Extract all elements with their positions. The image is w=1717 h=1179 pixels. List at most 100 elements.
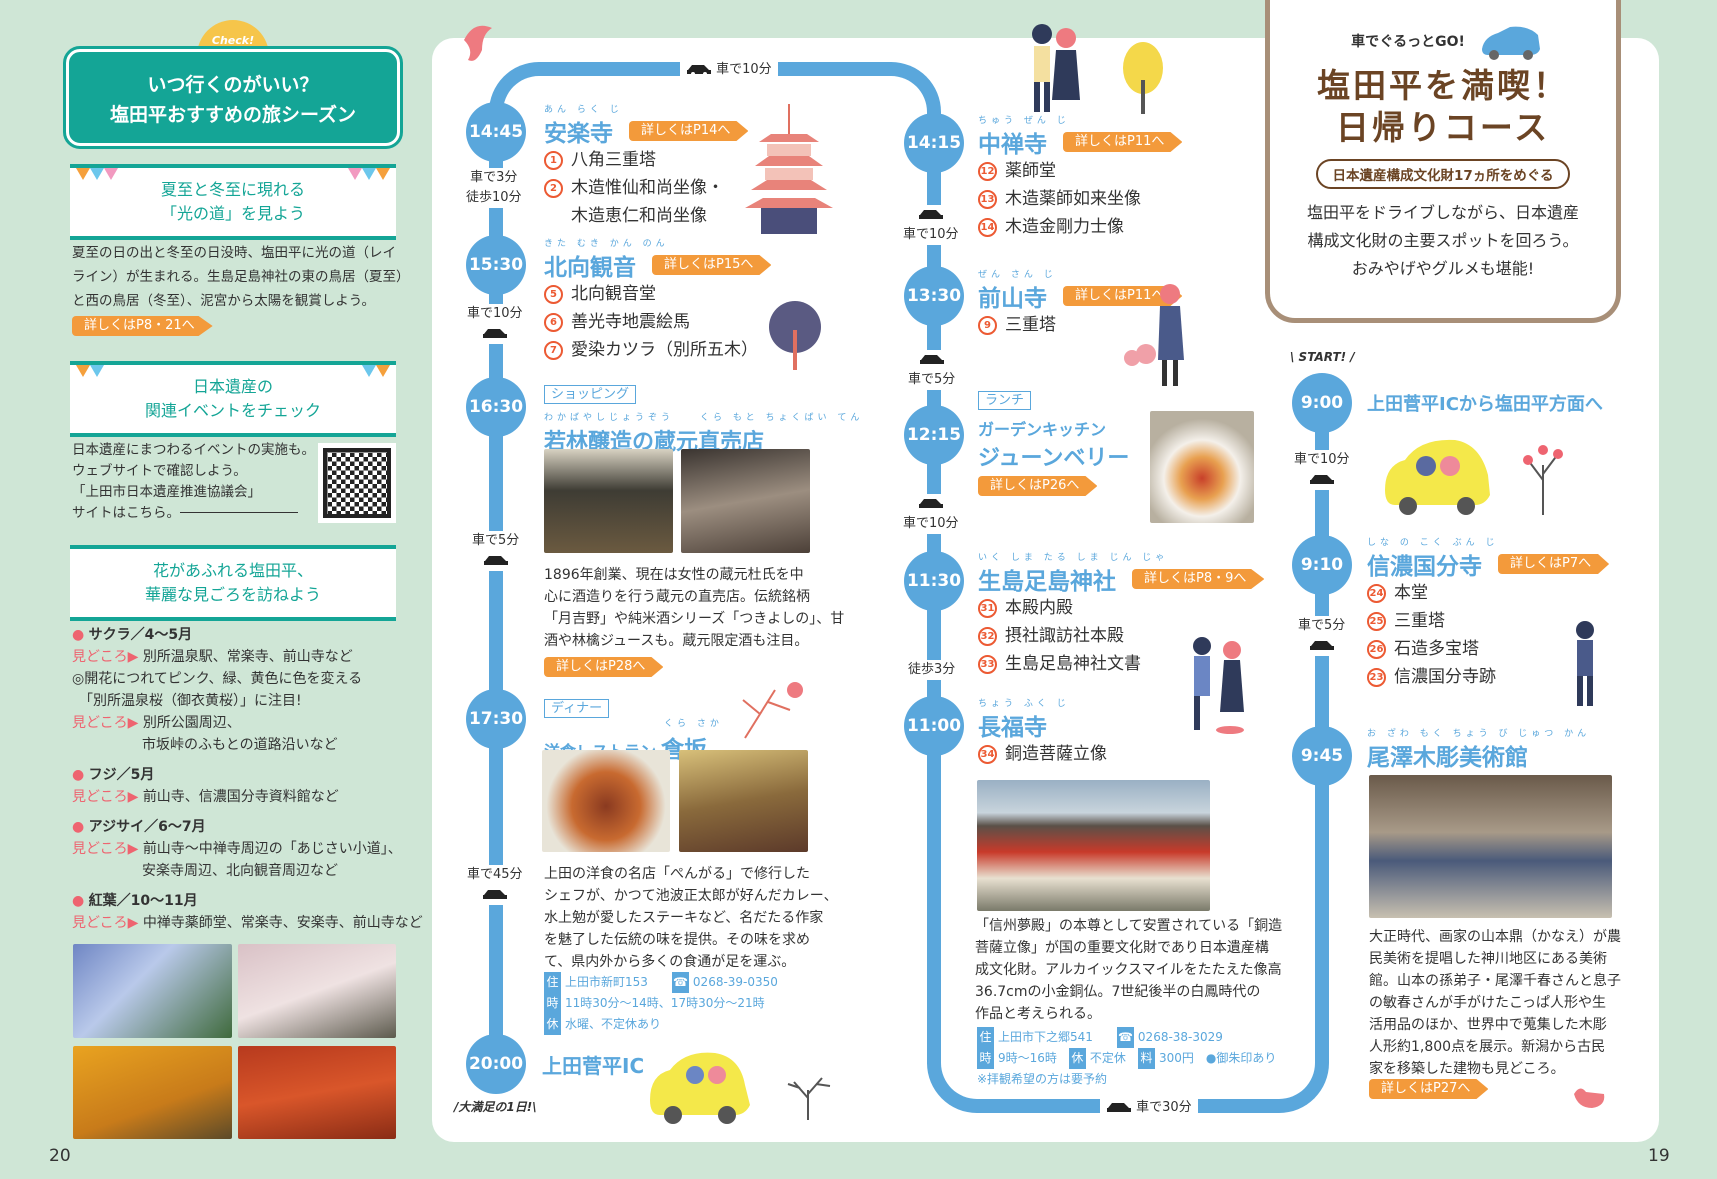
text-line: 心に酒造りを行う蔵元の直売店。伝統銘柄	[544, 589, 810, 605]
item-text: 三重塔	[1005, 315, 1056, 335]
highlight-text: 市坂峠のふもとの道路沿いなど	[142, 737, 338, 753]
move-label: 車で30分	[1136, 1100, 1192, 1115]
car-icon	[482, 328, 507, 338]
move-bottom: 車で30分	[1100, 1098, 1198, 1118]
reservation-note: ※拝観希望の方は要予約	[977, 1072, 1108, 1086]
detail-link-p28[interactable]: 詳しくはP28へ	[544, 657, 664, 677]
car-icon	[1107, 1102, 1131, 1112]
text-line: 館。山本の孫弟子・尾澤千春さんと息子	[1369, 973, 1621, 989]
text-line: と西の鳥居（冬至）、泥宮から太陽を観賞しよう。	[72, 293, 375, 309]
walker-illustration	[1576, 621, 1594, 706]
move-r2: 車で5分	[1298, 616, 1346, 656]
move-label: 車で10分	[467, 306, 523, 321]
stop-name: 尾澤木彫美術館	[1367, 745, 1528, 771]
fee: 300円	[1158, 1051, 1194, 1065]
item-text: 本堂	[1394, 583, 1428, 603]
season-title: いつ行くのがいい？ 塩田平おすすめの旅シーズン	[63, 46, 403, 149]
text-line: シェフが、かつて池波正太郎が好んだカレー、	[544, 888, 838, 904]
bunting-icon	[376, 365, 390, 377]
pin-icon: 9	[978, 315, 997, 335]
pin-icon: 7	[544, 340, 563, 360]
item-text: 銅造菩薩立像	[1005, 744, 1107, 764]
stop-name: 北向観音	[544, 255, 636, 281]
detail-link-p11[interactable]: 詳しくはP11へ	[1063, 132, 1183, 152]
ruby: お ざわ もく ちょう び じゅつ かん	[1367, 729, 1591, 739]
section-heading-flowers: 花があふれる塩田平、 華麗な見ごろを訪ねよう	[70, 545, 396, 621]
cherry-blossom-photo	[238, 944, 396, 1038]
tree-illustration	[1523, 445, 1563, 515]
flower-list: ● サクラ／4〜5月 見どころ▶ 別所温泉駅、常楽寺、前山寺など ◎開花につれて…	[72, 624, 423, 934]
qr-code[interactable]	[318, 443, 396, 523]
move-4: 車で45分	[467, 865, 523, 905]
move-label: 車で5分	[1298, 618, 1346, 633]
ruby: わかばやしじょうぞう くら もと ちょくばい てん	[544, 413, 864, 423]
pagoda-illustration	[745, 104, 833, 234]
category-label: ディナー	[544, 699, 610, 718]
hero-title: 塩田平を満喫！	[1317, 66, 1569, 105]
stop-name: 長福寺	[978, 715, 1047, 741]
bare-tree-illustration	[787, 1077, 831, 1120]
text-line: 「上田市日本遺産推進協議会」	[72, 484, 261, 500]
detail-link-p27[interactable]: 詳しくはP27へ	[1369, 1079, 1489, 1099]
flower-sakura: ● サクラ／4〜5月	[72, 627, 193, 643]
move-1: 車で3分徒歩10分	[466, 168, 522, 208]
move-label: 車で10分	[716, 62, 772, 77]
text-line: 夏至の日の出と冬至の日没時、塩田平に光の道（レイ	[72, 245, 396, 261]
restaurant-interior-photo	[679, 750, 808, 852]
move-label: 徒歩10分	[466, 190, 522, 205]
detail-link-p15[interactable]: 詳しくはP15へ	[652, 255, 772, 275]
flower-name: サクラ／4〜5月	[88, 627, 193, 643]
heading-line: 「光の道」を見よう	[160, 204, 305, 223]
pin-icon: 32	[978, 626, 997, 646]
time-1415: 14:15	[904, 113, 964, 173]
highlight-text: 前山寺、信濃国分寺資料館など	[142, 789, 339, 805]
bunting-icon	[76, 168, 90, 180]
detail-link-p8-9[interactable]: 詳しくはP8・9へ	[1132, 569, 1265, 589]
closed-days: 水曜、不定休あり	[565, 1017, 662, 1031]
text-line: て、県内外から多くの食通が足を運ぶ。	[544, 954, 796, 970]
detail-link-p14[interactable]: 詳しくはP14へ	[629, 121, 749, 141]
time-1530: 15:30	[466, 235, 526, 295]
text-line: 菩薩立像」が国の重要文化財であり日本遺産構	[975, 940, 1269, 956]
car-icon	[1309, 474, 1334, 484]
bunting-icon	[76, 365, 90, 377]
detail-link-p7[interactable]: 詳しくはP7へ	[1498, 554, 1610, 574]
phone: 0268-38-3029	[1137, 1030, 1223, 1044]
stop-name-ueda-sugadaira-ic-end: 上田菅平IC	[542, 1054, 645, 1078]
text-line: 酒や林檎ジュースも。蔵元限定酒も注目。	[544, 633, 809, 649]
category-label: ランチ	[978, 391, 1032, 410]
pin-icon: 6	[544, 312, 563, 332]
time-1100: 11:00	[904, 696, 964, 756]
steak-photo	[542, 750, 670, 852]
phone-icon: ☎	[1116, 1027, 1134, 1048]
pin-icon: 33	[978, 654, 997, 674]
chofukuji-description: 「信州夢殿」の本尊として安置されている「銅造菩薩立像」が国の重要文化財であり日本…	[975, 915, 1282, 1025]
highlight-label: 見どころ▶	[72, 715, 139, 731]
bunting-icon	[90, 168, 104, 180]
time-1445: 14:45	[466, 102, 526, 162]
text-line: の敏春さんが手がけたこっぱ人形や生	[1369, 995, 1607, 1011]
title-line: 塩田平おすすめの旅シーズン	[109, 104, 357, 126]
flower-name: フジ／5月	[88, 767, 155, 783]
item-text: 摂社諏訪社本殿	[1005, 626, 1124, 646]
heading-line: 夏至と冬至に現れる	[160, 180, 305, 199]
note-text: 「別所温泉桜（御衣黄桜）」に注目!	[72, 693, 302, 709]
text-line: 36.7cmの小金銅仏。7世紀後半の白鳳時代の	[975, 984, 1261, 1000]
detail-link-p8-21[interactable]: 詳しくはP8・21へ	[72, 316, 213, 336]
move-7: 車で10分	[903, 494, 959, 534]
detail-link-p11[interactable]: 詳しくはP11へ	[1063, 286, 1183, 306]
hours: 9時〜16時	[998, 1051, 1057, 1065]
detail-link-p26[interactable]: 詳しくはP26へ	[978, 476, 1098, 496]
autumn-pagoda-photo	[73, 1046, 232, 1139]
move-label: 車で10分	[1294, 452, 1350, 467]
move-label: 車で45分	[467, 867, 523, 882]
bunting-icon	[362, 168, 376, 180]
time-910: 9:10	[1292, 535, 1352, 595]
pin-icon: 24	[1367, 583, 1386, 603]
phone: 0268-39-0350	[692, 975, 778, 989]
item-text: 愛染カツラ（別所五木）	[571, 340, 758, 360]
time-2000: 20:00	[466, 1034, 526, 1094]
